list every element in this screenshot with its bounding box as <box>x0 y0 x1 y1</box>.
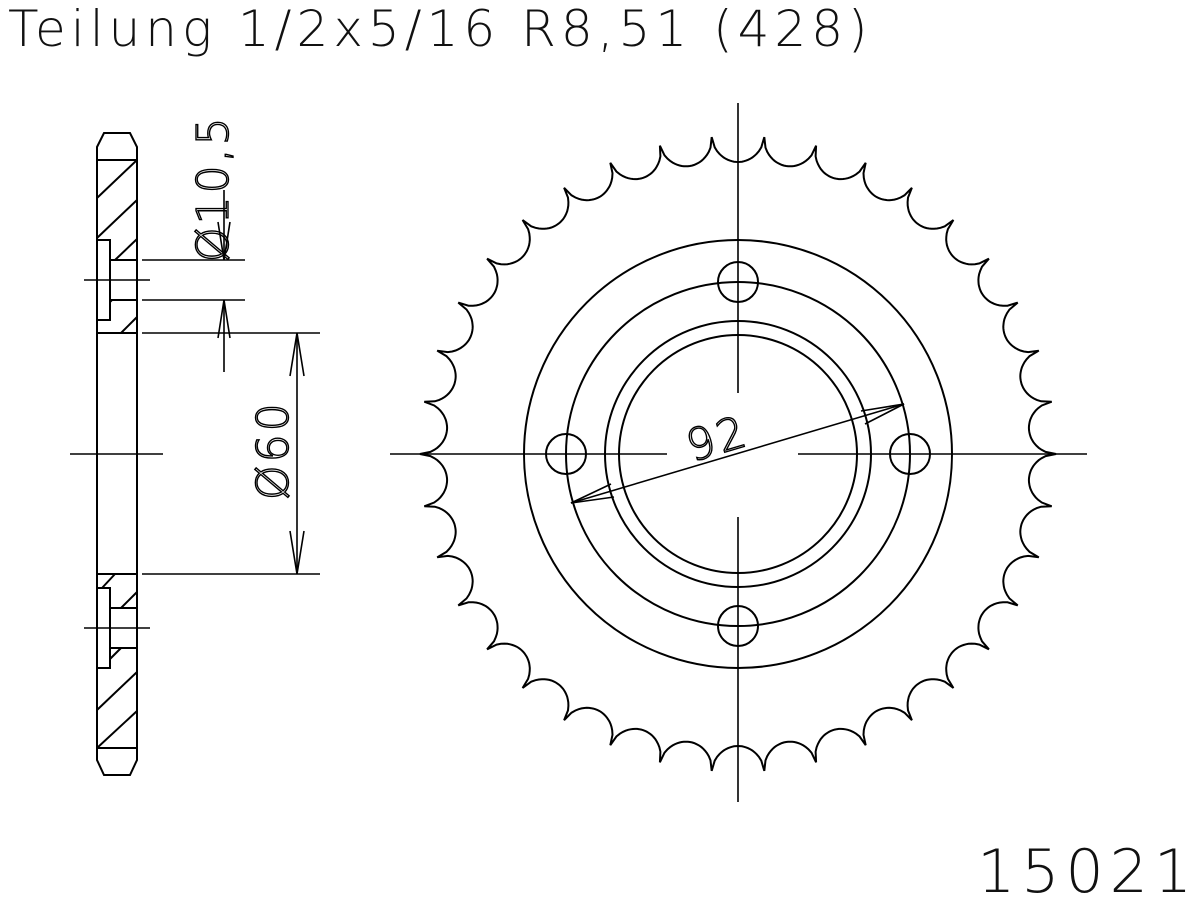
drawing-title: Teilung 1/2x5/16 R8,51 (428) <box>8 0 873 58</box>
dimension-bolt-hole: Ø10,5 <box>142 114 245 372</box>
dimension-label-bolt-circle: 92 <box>681 406 755 473</box>
dimension-label-bolt-hole: Ø10,5 <box>188 114 239 262</box>
side-section-view: Ø10,5 Ø60 <box>70 114 320 776</box>
sprocket-front-view: 92 <box>390 103 1087 802</box>
side-profile-outline <box>96 132 138 776</box>
sprocket-centerlines <box>390 103 1087 802</box>
part-number: 15021 <box>977 837 1198 907</box>
dimension-label-center-bore: Ø60 <box>248 400 299 500</box>
dimension-center-bore: Ø60 <box>142 332 320 575</box>
section-hatching-lower <box>96 573 138 749</box>
section-hatching-upper <box>96 159 138 334</box>
